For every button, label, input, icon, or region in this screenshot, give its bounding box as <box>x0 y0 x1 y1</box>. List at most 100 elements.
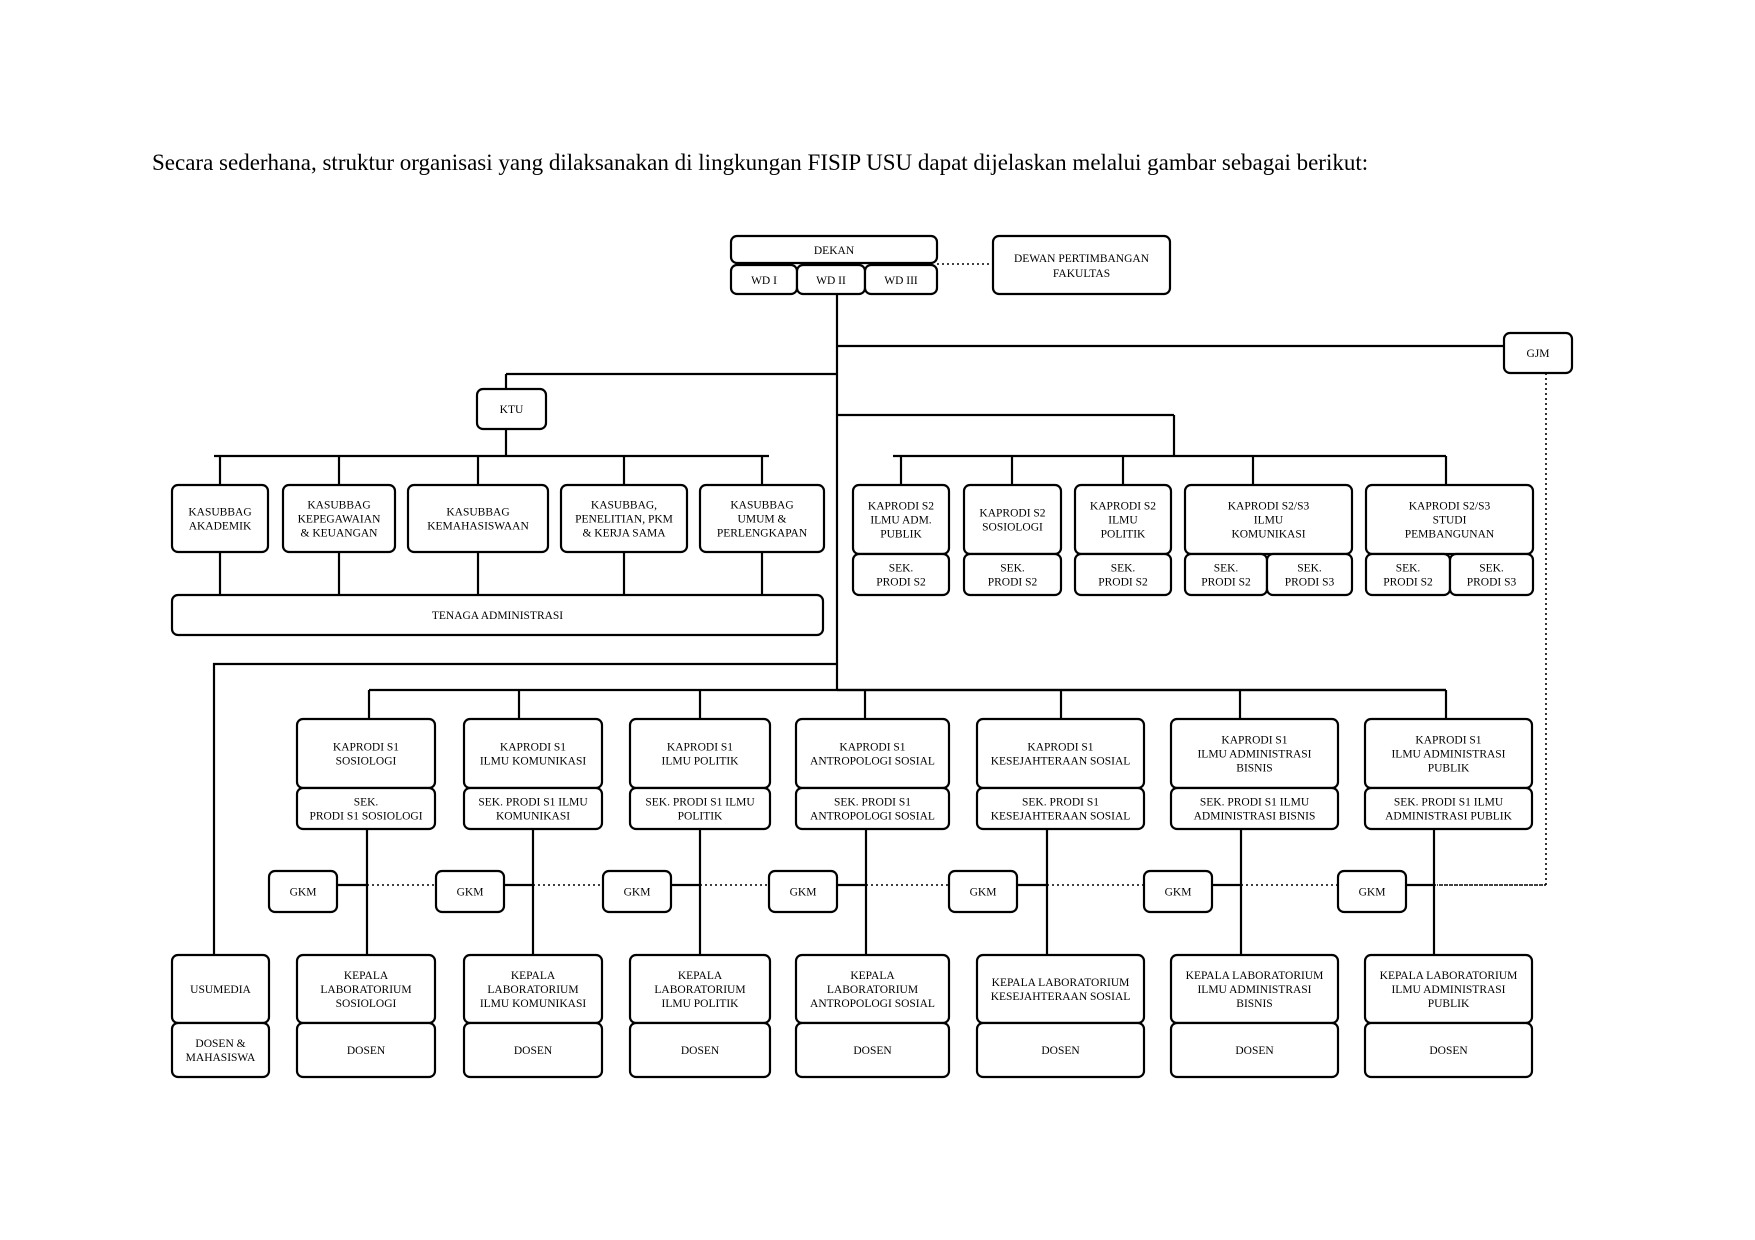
kasubbag-box-5-label: PERLENGKAPAN <box>717 528 808 540</box>
kepala-lab-box-1-label: LABORATORIUM <box>320 984 411 996</box>
kepala-lab-box-4-label: ANTROPOLOGI SOSIAL <box>810 998 935 1010</box>
dosen-box-4-label: DOSEN <box>853 1045 892 1057</box>
sek-prodi-s2-box-5-2-label: PRODI S3 <box>1467 577 1517 589</box>
kaprodi-s2-box-4-label: KAPRODI S2/S3 <box>1228 501 1310 513</box>
kepala-lab-box-4-label: LABORATORIUM <box>827 984 918 996</box>
dosen-box-3 <box>628 1021 772 1079</box>
kaprodi-s2-box-5-label: KAPRODI S2/S3 <box>1409 501 1491 513</box>
dosen-box-2 <box>462 1021 604 1079</box>
wd3-box <box>863 263 939 296</box>
kasubbag-box-3-label: KEMAHASISWAAN <box>427 521 529 533</box>
sek-prodi-s1-box-1-label: SEK. <box>354 797 379 809</box>
ktu-box-label: KTU <box>500 404 524 416</box>
kepala-lab-box-7-label: ILMU ADMINISTRASI <box>1391 984 1505 996</box>
dosen-box-4 <box>794 1021 951 1079</box>
sek-prodi-s2-box-4-1-label: SEK. <box>1214 563 1239 575</box>
sek-prodi-s2-box-5-1-label: SEK. <box>1396 563 1421 575</box>
gkm-box-5 <box>947 869 1019 914</box>
kaprodi-s2-box-5-label: STUDI <box>1433 515 1467 527</box>
sek-prodi-s2-box-3-1-label: SEK. <box>1111 563 1136 575</box>
kasubbag-box-5-label: KASUBBAG <box>730 500 793 512</box>
sek-prodi-s1-box-2-label: SEK. PRODI S1 ILMU <box>478 797 588 809</box>
kepala-lab-box-6-label: BISNIS <box>1236 998 1272 1010</box>
dosen-box-7 <box>1363 1021 1534 1079</box>
tenaga-administrasi-box-label: TENAGA ADMINISTRASI <box>432 610 563 622</box>
kaprodi-s2-box-5-label: PEMBANGUNAN <box>1405 529 1495 541</box>
kepala-lab-box-5-label: KEPALA LABORATORIUM <box>992 977 1130 989</box>
usumedia-box-label: USUMEDIA <box>190 984 251 996</box>
kasubbag-box-3-label: KASUBBAG <box>446 507 509 519</box>
dosen-mahasiswa-box <box>170 1021 271 1079</box>
dosen-box-6 <box>1169 1021 1340 1079</box>
kepala-lab-box-6-label: KEPALA LABORATORIUM <box>1186 970 1324 982</box>
kasubbag-box-2-label: & KEUANGAN <box>301 528 379 540</box>
usumedia-connector <box>212 662 837 955</box>
kaprodi-s1-box-6-label: BISNIS <box>1236 763 1272 775</box>
kaprodi-s2-box-3-label: ILMU <box>1108 515 1138 527</box>
kaprodi-s1-box-1-label: SOSIOLOGI <box>336 756 397 768</box>
sek-prodi-s2-box-3-1 <box>1073 552 1173 597</box>
gjm-box <box>1502 331 1574 375</box>
dosen-box-2-label: DOSEN <box>514 1045 553 1057</box>
sek-prodi-s2-box-4-2-label: PRODI S3 <box>1285 577 1335 589</box>
gkm-box-4 <box>767 869 839 914</box>
kepala-lab-box-7-label: PUBLIK <box>1428 998 1470 1010</box>
kaprodi-s2-box-2-label: SOSIOLOGI <box>982 522 1043 534</box>
kaprodi-s1-box-7-label: ILMU ADMINISTRASI <box>1391 749 1505 761</box>
kaprodi-s1-box-4-label: KAPRODI S1 <box>839 742 905 754</box>
sek-prodi-s1-box-3-label: POLITIK <box>678 811 723 823</box>
kasubbag-box-4-label: PENELITIAN, PKM <box>575 514 673 526</box>
kaprodi-s2-box-3-label: POLITIK <box>1101 529 1146 541</box>
sek-prodi-s1-box-7-label: ADMINISTRASI PUBLIK <box>1385 811 1513 823</box>
gkm-box-4-label: GKM <box>790 887 817 899</box>
gkm-box-6 <box>1142 869 1214 914</box>
gkm-box-2-label: GKM <box>457 887 484 899</box>
gkm-box-1 <box>267 869 339 914</box>
kepala-lab-box-3-label: KEPALA <box>678 970 723 982</box>
dewan-pertimbangan-box-label: FAKULTAS <box>1053 268 1110 280</box>
kasubbag-box-1-label: KASUBBAG <box>188 507 251 519</box>
gkm-box-5-label: GKM <box>970 887 997 899</box>
sek-prodi-s2-box-4-1-label: PRODI S2 <box>1201 577 1251 589</box>
sek-prodi-s2-box-1-1-label: PRODI S2 <box>876 577 926 589</box>
kepala-lab-box-4-label: KEPALA <box>850 970 895 982</box>
kaprodi-s2-box-1-label: PUBLIK <box>880 529 922 541</box>
sek-prodi-s1-box-1-label: PRODI S1 SOSIOLOGI <box>309 811 422 823</box>
sek-prodi-s1-box-5 <box>975 786 1146 831</box>
sek-prodi-s2-box-4-2-label: SEK. <box>1297 563 1322 575</box>
wd3-box-label: WD III <box>884 275 918 287</box>
kaprodi-s1-box-5-label: KESEJAHTERAAN SOSIAL <box>991 756 1131 768</box>
kepala-lab-box-3-label: ILMU POLITIK <box>662 998 740 1010</box>
dewan-pertimbangan-box-label: DEWAN PERTIMBANGAN <box>1014 253 1150 265</box>
sek-prodi-s2-box-3-1-label: PRODI S2 <box>1098 577 1148 589</box>
sek-prodi-s2-box-4-2 <box>1265 552 1354 597</box>
kaprodi-s2-box-1-label: ILMU ADM. <box>870 515 931 527</box>
dosen-box-5 <box>975 1021 1146 1079</box>
kasubbag-box-2-label: KASUBBAG <box>307 500 370 512</box>
kaprodi-s2-box-3-label: KAPRODI S2 <box>1090 501 1156 513</box>
sek-prodi-s1-box-4-label: SEK. PRODI S1 <box>834 797 911 809</box>
kaprodi-s2-box-1-label: KAPRODI S2 <box>868 501 934 513</box>
sek-prodi-s1-box-5-label: SEK. PRODI S1 <box>1022 797 1099 809</box>
dosen-box-5-label: DOSEN <box>1041 1045 1080 1057</box>
dosen-mahasiswa-box-label: MAHASISWA <box>186 1052 256 1064</box>
kasubbag-box-1-label: AKADEMIK <box>189 521 252 533</box>
dekan-box <box>729 234 939 265</box>
intro-text: Secara sederhana, struktur organisasi ya… <box>152 150 1369 175</box>
kaprodi-s1-box-3-label: ILMU POLITIK <box>662 756 740 768</box>
dosen-box-3-label: DOSEN <box>681 1045 720 1057</box>
kasubbag-box-5-label: UMUM & <box>738 514 787 526</box>
kaprodi-s2-box-2-label: KAPRODI S2 <box>979 508 1045 520</box>
tenaga-administrasi-box <box>170 593 825 637</box>
kaprodi-s2-box-4-label: KOMUNIKASI <box>1231 529 1305 541</box>
gjm-box-label: GJM <box>1526 348 1549 360</box>
kepala-lab-box-5-label: KESEJAHTERAAN SOSIAL <box>991 991 1131 1003</box>
kaprodi-s1-box-1-label: KAPRODI S1 <box>333 742 399 754</box>
sek-prodi-s1-box-6-label: SEK. PRODI S1 ILMU <box>1200 797 1310 809</box>
kepala-lab-box-1-label: SOSIOLOGI <box>336 998 397 1010</box>
kepala-lab-box-6-label: ILMU ADMINISTRASI <box>1197 984 1311 996</box>
gkm-box-3-label: GKM <box>624 887 651 899</box>
wd1-box-label: WD I <box>751 275 777 287</box>
sek-prodi-s1-box-7 <box>1363 786 1534 831</box>
